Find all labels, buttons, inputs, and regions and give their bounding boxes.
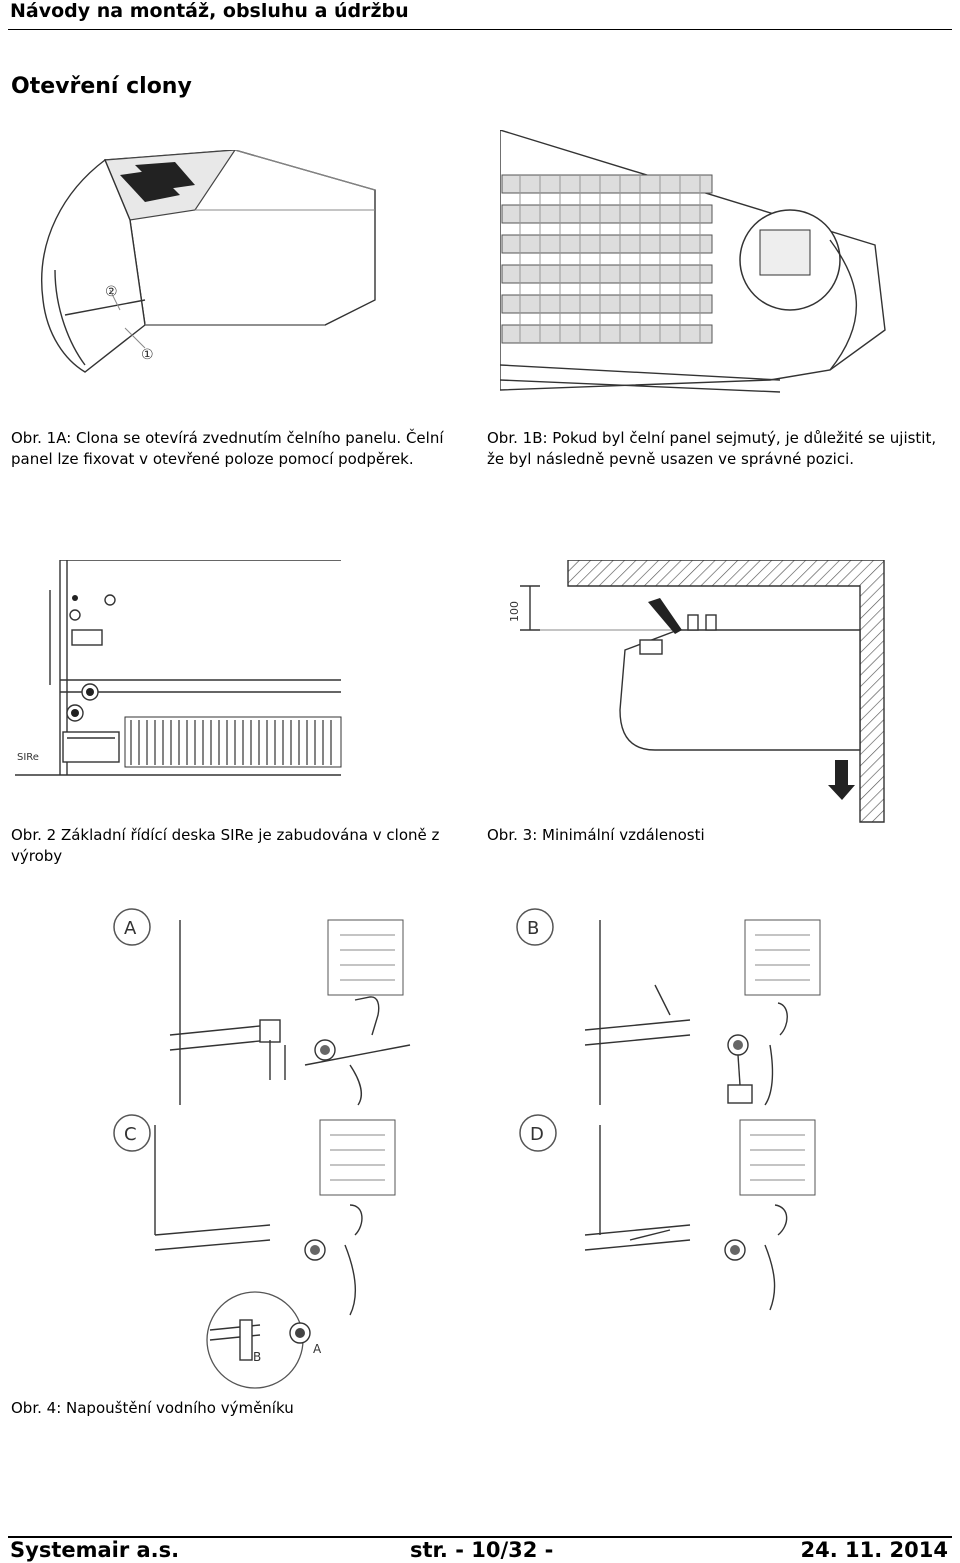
marker-1: ①: [141, 347, 154, 363]
figure-4-caption: Obr. 4: Napouštění vodního výměníku: [11, 1399, 294, 1417]
figure-2-caption: Obr. 2 Základní řídící deska SIRe je zab…: [11, 826, 440, 865]
grille-slots: [120, 162, 195, 202]
footer-divider: [8, 1536, 952, 1538]
panel-c-label: C: [124, 1124, 137, 1145]
panel-d-label: D: [530, 1124, 544, 1145]
sire-label: SIRe: [17, 752, 39, 763]
header-divider: [8, 29, 952, 30]
section-title: Otevření clony: [11, 74, 192, 99]
footer-company: Systemair a.s.: [10, 1538, 180, 1562]
figure-3-illustration: 100: [500, 560, 890, 825]
detail-label-a: A: [313, 1342, 322, 1356]
figure-3-caption: Obr. 3: Minimální vzdálenosti: [487, 826, 705, 844]
figure-1a-illustration: ② ①: [25, 150, 385, 375]
figure-4-illustration: A B C: [110, 905, 830, 1390]
figure-1a-caption: Obr. 1A: Clona se otevírá zvednutím čeln…: [11, 429, 444, 468]
panel-d: D: [519, 1114, 816, 1311]
footer-date: 24. 11. 2014: [800, 1538, 948, 1562]
panel-b: B: [516, 908, 821, 1106]
panel-a-label: A: [124, 918, 137, 939]
dimension-100: 100: [508, 601, 521, 622]
footer-page-number: str. - 10/32 -: [410, 1538, 554, 1562]
figure-1b-illustration: [500, 130, 902, 412]
panel-a: A: [113, 908, 411, 1106]
panel-c: C B A: [113, 1114, 396, 1389]
figure-2-illustration: SIRe: [15, 560, 345, 778]
document-header-title: Návody na montáž, obsluhu a údržbu: [10, 0, 409, 22]
figure-1b-caption: Obr. 1B: Pokud byl čelní panel sejmutý, …: [487, 429, 937, 468]
detail-label-b: B: [253, 1350, 261, 1364]
panel-b-label: B: [527, 918, 539, 939]
